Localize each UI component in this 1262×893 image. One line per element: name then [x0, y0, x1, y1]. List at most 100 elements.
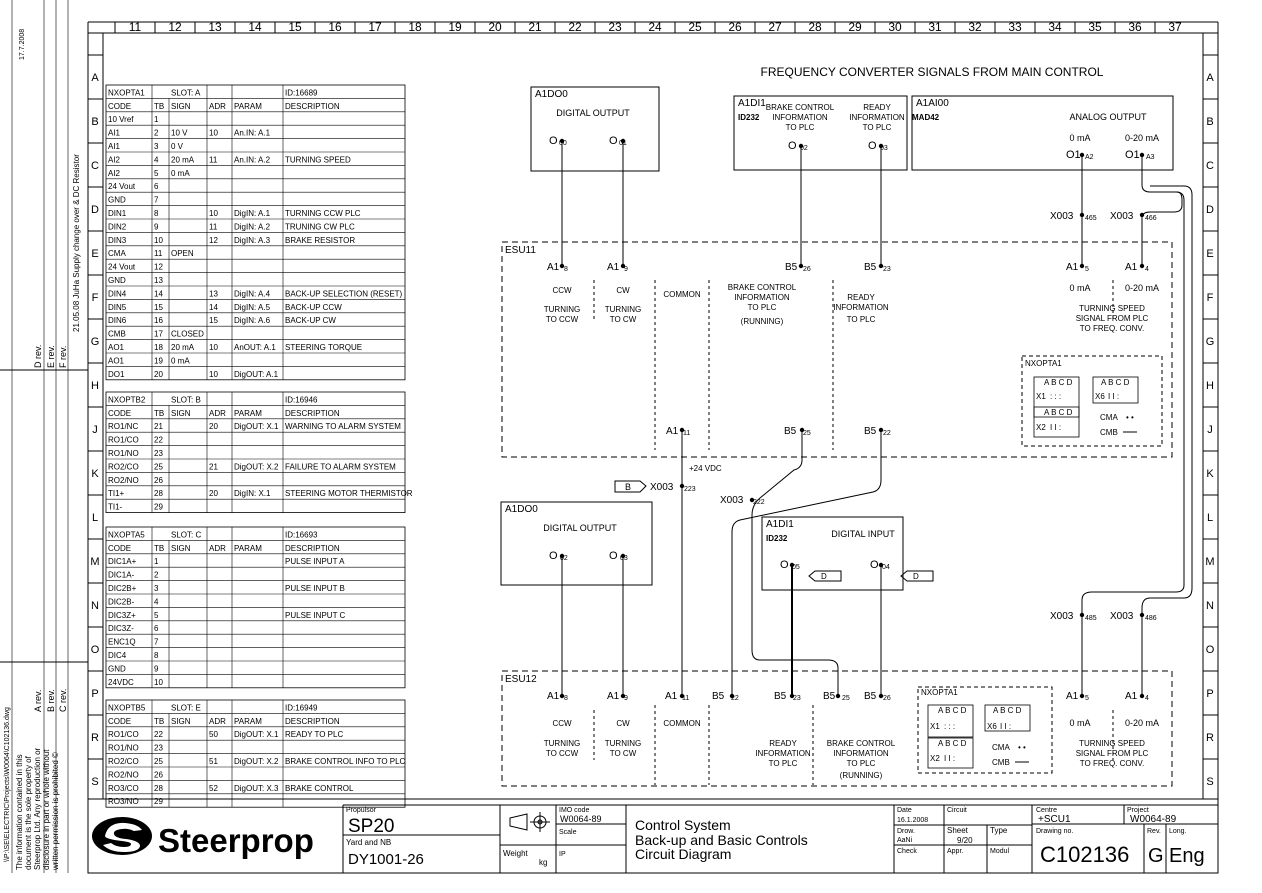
row-label: C	[91, 160, 99, 172]
table-cell: TURNING CCW PLC	[285, 209, 361, 218]
svg-text:CMA: CMA	[1100, 413, 1118, 422]
svg-text:W0064-89: W0064-89	[560, 814, 602, 824]
svg-text:Circuit Diagram: Circuit Diagram	[635, 846, 731, 862]
column-label: 18	[408, 20, 422, 34]
table-cell: 0 V	[171, 142, 184, 151]
svg-text:kg: kg	[539, 858, 547, 867]
table-header-cell: SIGN	[171, 544, 191, 553]
table-header-cell: TB	[154, 102, 164, 111]
row-label: M	[90, 556, 99, 568]
svg-text:B5: B5	[864, 262, 877, 273]
row-label: S	[91, 776, 98, 788]
svg-text:DY1001-26: DY1001-26	[348, 851, 424, 868]
svg-text:: : :: : : :	[1050, 392, 1061, 401]
svg-text:X6: X6	[1095, 392, 1105, 401]
svg-text:B5: B5	[785, 262, 798, 273]
table-cell: 29	[154, 503, 163, 512]
column-label: 16	[328, 20, 342, 34]
table-cell: 4	[154, 597, 159, 606]
svg-text:O: O	[868, 140, 877, 152]
table-header-cell: PARAM	[234, 102, 262, 111]
svg-text:23: 23	[793, 695, 801, 702]
column-label: 12	[168, 20, 182, 34]
row-label: E	[91, 248, 98, 260]
svg-text:Sheet: Sheet	[947, 826, 969, 835]
svg-text:Drow.: Drow.	[897, 828, 915, 835]
table-cell: 16	[154, 316, 163, 325]
svg-text:02: 02	[800, 145, 808, 152]
row-label: D	[1206, 204, 1214, 216]
svg-text:25: 25	[842, 695, 850, 702]
table-cell: 13	[154, 276, 163, 285]
svg-text:TO CCW: TO CCW	[546, 749, 579, 758]
table-cell: DIN2	[108, 222, 127, 231]
table-cell: READY TO PLC	[285, 730, 343, 739]
svg-text:B5: B5	[823, 691, 836, 702]
notice-4: disclosure in part or whole without	[42, 749, 51, 870]
svg-text:0 mA: 0 mA	[1069, 283, 1090, 293]
row-label: O	[91, 644, 100, 656]
table-cell: 21	[209, 462, 218, 471]
table-title: NXOPTB5	[108, 703, 146, 712]
svg-text:TO PLC: TO PLC	[847, 315, 876, 324]
table-slot: SLOT: E	[171, 703, 201, 712]
svg-text:A1: A1	[665, 691, 678, 702]
svg-text:03: 03	[620, 555, 628, 562]
column-label: 36	[1128, 20, 1142, 34]
svg-text:AaNi: AaNi	[897, 837, 913, 844]
svg-text:8: 8	[564, 266, 568, 273]
table-cell: RO3/CO	[108, 784, 139, 793]
svg-text:• •: • •	[1126, 413, 1134, 422]
row-label: K	[91, 468, 99, 480]
table-cell: 20	[209, 422, 218, 431]
table-cell: 1	[154, 557, 159, 566]
row-label: R	[1206, 732, 1214, 744]
table-header-cell: DESCRIPTION	[285, 409, 340, 418]
svg-text:Centre: Centre	[1036, 807, 1057, 814]
column-label: 19	[448, 20, 462, 34]
table-id: ID:16946	[285, 395, 318, 404]
row-label: B	[91, 116, 98, 128]
terminal-dots	[559, 138, 1145, 699]
notice-5: written permission is prohibited ©	[51, 752, 60, 871]
svg-text:O: O	[609, 135, 618, 147]
svg-text:A1: A1	[547, 691, 560, 702]
svg-text:READY: READY	[847, 293, 875, 302]
file-path: \\P:\SE\ELECTRIC\Projects\W0064\C102136.…	[4, 707, 11, 862]
svg-text:Appr.: Appr.	[947, 848, 963, 855]
table-header-cell: SIGN	[171, 102, 191, 111]
table-cell: 7	[154, 196, 159, 205]
svg-text:00: 00	[559, 140, 567, 147]
column-label: 26	[728, 20, 742, 34]
svg-text:0 mA: 0 mA	[1069, 718, 1090, 728]
table-header-cell: DESCRIPTION	[285, 717, 340, 726]
svg-text:MAD42: MAD42	[912, 113, 940, 122]
svg-text:+24 VDC: +24 VDC	[689, 464, 722, 473]
nxopta1-card-top: NXOPTA1 A B C D A B C D A B C D X1 X2 X6…	[1021, 355, 1163, 447]
table-cell: 10	[209, 343, 218, 352]
table-cell: 20 mA	[171, 155, 195, 164]
row-label: E	[1206, 248, 1213, 260]
table-cell: DigOUT: X.1	[234, 422, 279, 431]
table-cell: DigIN: A.4	[234, 289, 271, 298]
svg-text:I I :: I I :	[944, 754, 955, 763]
svg-text:BRAKE CONTROL: BRAKE CONTROL	[728, 283, 797, 292]
column-label: 25	[688, 20, 702, 34]
table-header-cell: SIGN	[171, 717, 191, 726]
svg-text:A B C D: A B C D	[1044, 378, 1073, 387]
svg-text:INFORMATION: INFORMATION	[833, 303, 889, 312]
a1do0-mid: A1DO0 DIGITAL OUTPUT O 02 O 03	[500, 501, 653, 586]
table-cell: 6	[154, 182, 159, 191]
table-cell: DIC2B+	[108, 584, 137, 593]
svg-text:IP: IP	[559, 851, 566, 858]
svg-text:02: 02	[560, 555, 568, 562]
svg-text:9: 9	[624, 266, 628, 273]
table-cell: 12	[154, 263, 163, 272]
table-cell: RO2/CO	[108, 757, 139, 766]
table-cell: PULSE INPUT A	[285, 557, 345, 566]
